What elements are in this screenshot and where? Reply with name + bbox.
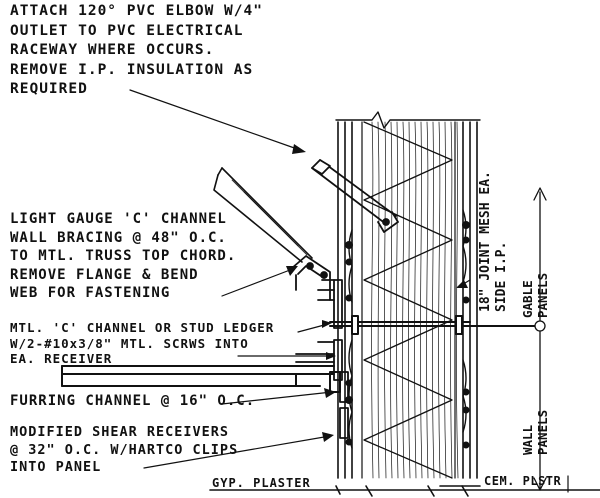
note-line: @ 32" O.C. W/HARTCO CLIPS (10, 441, 239, 458)
pvc-elbow (311, 159, 399, 233)
note-line: MTL. 'C' CHANNEL OR STUD LEDGER (10, 320, 275, 335)
note-line: LIGHT GAUGE 'C' CHANNEL (10, 211, 227, 227)
shear-receiver (339, 371, 349, 439)
truss-top-chord (213, 167, 313, 263)
leaders (129, 89, 471, 469)
note-line: WALL (520, 424, 535, 455)
furring-channel (61, 365, 341, 393)
note-furring: FURRING CHANNEL @ 16" O.C. (10, 392, 255, 410)
note-joint-mesh: 18" JOINT MESH EA. SIDE I.P. (478, 171, 510, 312)
note-line: MODIFIED SHEAR RECEIVERS (10, 424, 230, 440)
note-bracing: LIGHT GAUGE 'C' CHANNEL WALL BRACING @ 4… (10, 210, 236, 303)
note-line: INTO PANEL (10, 459, 102, 475)
core-hatching (371, 121, 459, 479)
truss-wire (363, 121, 453, 479)
label-gable-panels: GABLE PANELS (520, 273, 550, 318)
bottom-line (209, 485, 600, 497)
note-line: TO MTL. TRUSS TOP CHORD. (10, 248, 237, 264)
note-line: W/2-#10x3/8" MTL. SCRWS INTO (10, 335, 249, 351)
note-receivers: MODIFIED SHEAR RECEIVERS @ 32" O.C. W/HA… (10, 424, 238, 477)
tie-bolt (329, 315, 539, 335)
note-line: WALL BRACING @ 48" O.C. (10, 229, 227, 246)
top-break (335, 111, 481, 129)
note-line: RACEWAY WHERE OCCURS. (10, 42, 215, 58)
note-line: FURRING CHANNEL @ 16" O.C. (10, 393, 256, 409)
leader-arrowheads (286, 144, 468, 442)
note-elbow: ATTACH 120° PVC ELBOW W/4" OUTLET TO PVC… (10, 2, 263, 100)
note-line: GABLE (520, 280, 535, 318)
note-line: 18" JOINT MESH EA. (478, 171, 493, 312)
label-cem-plaster: CEM. PLSTR (484, 474, 562, 488)
note-line: REQUIRED (10, 81, 88, 97)
note-line: SIDE I.P. (494, 241, 509, 312)
label-gyp-plaster: GYP. PLASTER (212, 476, 311, 490)
c-channel-bracing (291, 255, 331, 301)
note-line: PANELS (535, 272, 550, 318)
note-line: REMOVE I.P. INSULATION AS (10, 61, 254, 78)
joint-mesh (348, 209, 467, 449)
note-line: EA. RECEIVER (10, 351, 113, 366)
fastener-dots (345, 221, 470, 449)
note-ledger: MTL. 'C' CHANNEL OR STUD LEDGER W/2-#10x… (10, 320, 274, 367)
note-line: WEB FOR FASTENING (10, 285, 171, 301)
core-edges (361, 121, 456, 479)
note-line: PANELS (535, 409, 550, 455)
note-line: ATTACH 120° PVC ELBOW W/4" (10, 3, 263, 19)
note-line: OUTLET TO PVC ELECTRICAL (10, 22, 244, 39)
ledger-channel (295, 279, 343, 381)
note-line: REMOVE FLANGE & BEND (10, 266, 199, 283)
label-wall-panels: WALL PANELS (520, 410, 550, 455)
